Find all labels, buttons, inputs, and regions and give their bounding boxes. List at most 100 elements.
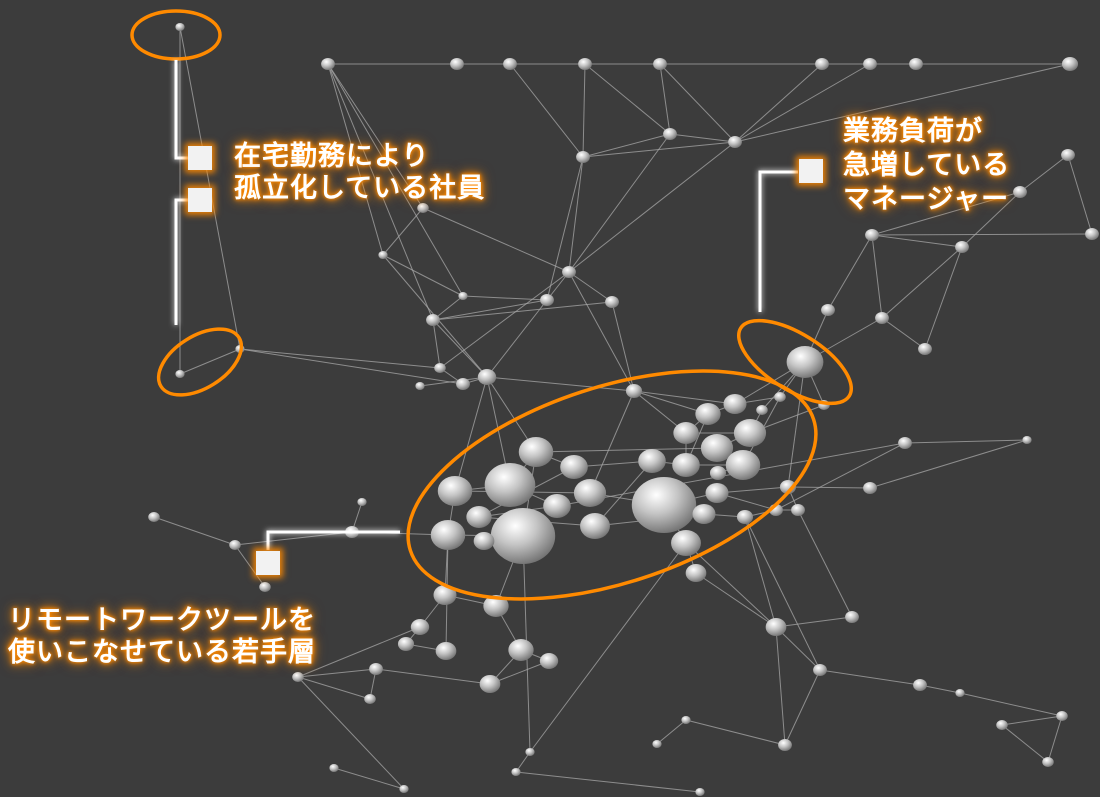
network-edge	[179, 348, 241, 375]
network-node	[791, 504, 805, 516]
network-edge	[382, 254, 464, 297]
network-edge	[685, 719, 786, 746]
network-node	[434, 363, 446, 373]
network-edge	[827, 234, 873, 311]
network-edge	[327, 63, 424, 209]
network-edge	[327, 63, 434, 321]
network-edge	[633, 390, 709, 415]
network-node	[909, 58, 923, 70]
network-node	[638, 449, 666, 473]
network-edge	[659, 63, 671, 135]
network-node	[863, 482, 877, 494]
network-node	[539, 653, 559, 669]
network-edge	[568, 271, 613, 303]
network-edge	[881, 246, 963, 319]
network-edge	[716, 486, 789, 494]
network-node	[148, 512, 160, 522]
network-node	[456, 378, 470, 390]
network-edge	[529, 542, 687, 753]
network-edge	[432, 299, 548, 321]
network-node	[435, 642, 457, 660]
network-node	[399, 785, 409, 793]
network-node	[625, 384, 643, 398]
network-node	[466, 506, 492, 528]
network-node	[1013, 186, 1027, 198]
network-edge	[432, 319, 441, 369]
network-node	[821, 304, 835, 316]
isolated-bottom-ellipse	[156, 327, 244, 397]
network-edge	[422, 207, 570, 273]
network-edge	[819, 669, 921, 686]
network-node	[728, 136, 742, 148]
network-edge	[961, 191, 1021, 248]
network-edge	[568, 271, 635, 392]
network-node	[700, 434, 734, 462]
network-edge	[744, 516, 777, 628]
network-node	[725, 450, 761, 480]
network-edge	[924, 246, 963, 350]
network-node	[433, 585, 457, 605]
manager-label-line-1: 業務負荷が	[843, 116, 983, 147]
network-node	[473, 532, 495, 550]
manager-marker	[799, 159, 823, 183]
network-node	[397, 637, 415, 651]
network-node	[672, 453, 700, 477]
network-edge	[486, 376, 635, 392]
network-node	[329, 764, 339, 772]
isolated-marker-bottom	[188, 188, 212, 212]
network-node	[321, 58, 335, 70]
network-node	[415, 382, 425, 390]
network-edge	[787, 486, 871, 489]
network-node	[573, 479, 607, 507]
network-node	[756, 405, 768, 415]
network-node	[437, 476, 473, 506]
network-edge	[1001, 724, 1049, 763]
network-node	[705, 483, 729, 503]
manager-leader-line	[758, 170, 798, 312]
isolated-label-line-2: 孤立化している社員	[234, 173, 486, 205]
network-node	[865, 229, 879, 241]
network-node	[653, 58, 667, 70]
network-edge	[375, 668, 491, 685]
network-node	[560, 455, 588, 479]
network-node	[685, 564, 707, 582]
network-edge	[568, 156, 584, 273]
network-node	[813, 664, 827, 676]
network-node	[709, 466, 727, 480]
network-edge	[584, 63, 671, 135]
young-label-line-2: 使いこなせている若手層	[8, 637, 316, 669]
network-node	[695, 788, 705, 796]
network-node	[765, 618, 787, 636]
network-edge	[509, 63, 584, 158]
network-node	[417, 203, 429, 213]
network-node	[955, 241, 969, 253]
network-node	[692, 504, 716, 524]
network-node	[774, 392, 786, 402]
network-edge	[535, 447, 718, 453]
network-node	[576, 151, 590, 163]
network-edge	[489, 660, 550, 685]
network-node	[364, 694, 376, 704]
network-edge	[589, 390, 635, 494]
network-node	[378, 251, 388, 259]
network-edge	[432, 319, 488, 378]
network-node	[518, 437, 554, 467]
network-node	[913, 679, 927, 691]
network-edge	[871, 233, 1093, 236]
network-edge	[734, 63, 871, 143]
network-edge	[297, 676, 371, 700]
network-node	[673, 422, 699, 444]
network-node	[175, 370, 185, 378]
manager-label-line-2: 急増している	[843, 149, 1011, 181]
network-edge	[669, 133, 736, 143]
network-edge	[327, 63, 384, 256]
network-edge	[1001, 715, 1063, 726]
network-node	[671, 530, 701, 556]
network-edge	[695, 572, 777, 628]
network-node	[483, 595, 509, 617]
network-node	[1056, 711, 1068, 721]
callout-overlays	[130, 9, 854, 601]
network-edge	[297, 668, 377, 678]
network-edge	[784, 669, 821, 746]
network-node	[1061, 149, 1075, 161]
